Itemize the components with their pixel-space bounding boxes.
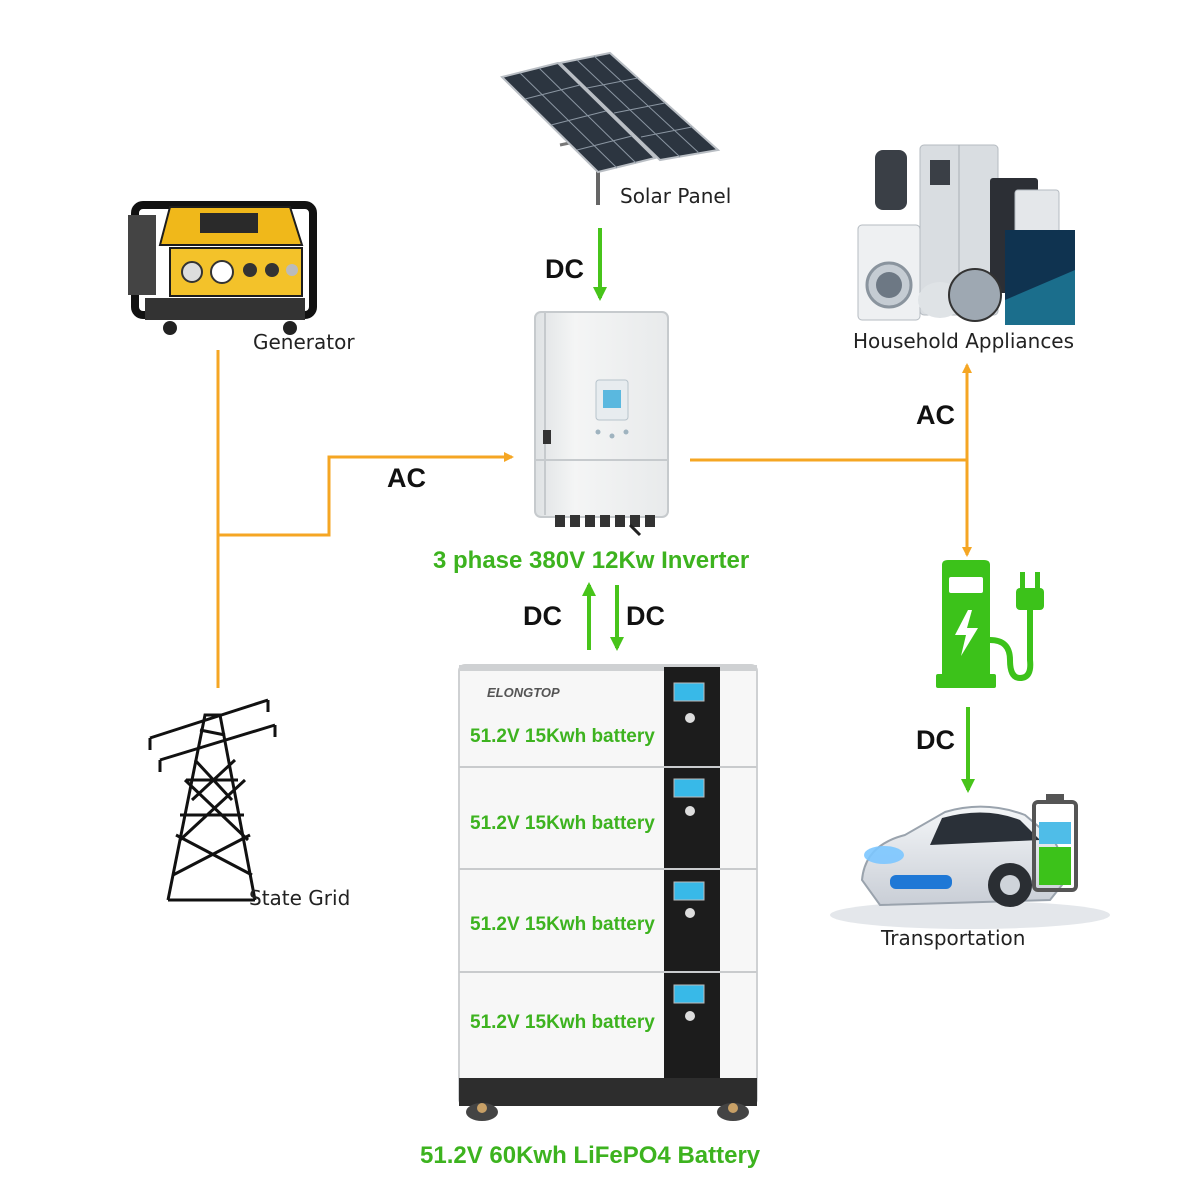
battery-level-icon [1032, 794, 1078, 892]
solar-panel-label: Solar Panel [620, 184, 731, 208]
battery-module-1 [459, 682, 757, 768]
battery-module-label: 51.2V 15Kwh battery [470, 1012, 655, 1033]
household-appliances-label: Household Appliances [853, 329, 1074, 353]
ev-charger-icon [936, 560, 1044, 688]
battery-label: 51.2V 60Kwh LiFePO4 Battery [420, 1142, 761, 1169]
dc-label-solar: DC [545, 254, 584, 284]
battery-module-label: 51.2V 15Kwh battery [470, 914, 655, 935]
solar-panel-icon [500, 51, 721, 205]
battery-module-label: 51.2V 15Kwh battery [470, 813, 655, 834]
dc-label-vehicle: DC [916, 725, 955, 755]
battery-brand-logo: ELONGTOP [487, 685, 560, 700]
battery-module-2 [459, 778, 757, 870]
dc-arrows [582, 228, 975, 793]
battery-module-4 [673, 984, 705, 1021]
dc-label-battery-down: DC [626, 601, 665, 631]
battery-module-label: 51.2V 15Kwh battery [470, 726, 655, 747]
battery-stack [458, 664, 758, 1121]
electric-car-icon [830, 794, 1110, 929]
generator-icon [128, 201, 317, 335]
generator-label: Generator [253, 330, 355, 354]
transportation-label: Transportation [880, 926, 1025, 950]
inverter-icon [534, 311, 669, 537]
ac-lines [216, 350, 972, 688]
household-appliances-icon [857, 144, 1075, 325]
dc-label-battery-up: DC [523, 601, 562, 631]
ac-label-household: AC [916, 400, 955, 430]
power-tower-icon [148, 698, 277, 902]
ac-label-grid: AC [387, 463, 426, 493]
state-grid-label: State Grid [249, 886, 350, 910]
battery-module-3 [459, 881, 757, 973]
inverter-label: 3 phase 380V 12Kw Inverter [433, 547, 749, 574]
